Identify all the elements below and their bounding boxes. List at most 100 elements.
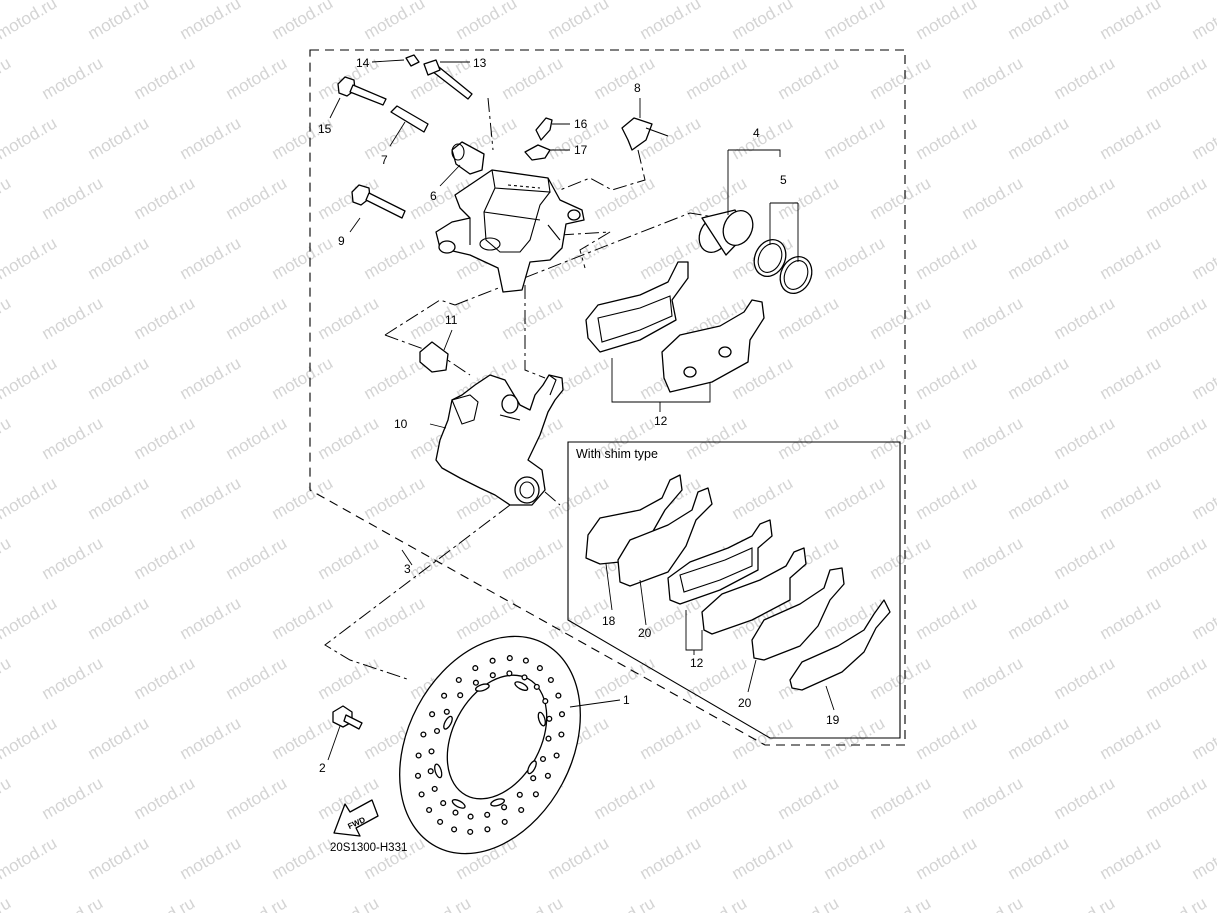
watermark-text: motod.ru [1005,233,1073,283]
watermark-text: motod.ru [0,473,60,523]
watermark-text: motod.ru [269,353,337,403]
callout-6: 6 [430,189,437,203]
watermark-text: motod.ru [0,173,14,223]
caliper-body [435,169,585,293]
watermark-text: motod.ru [913,113,981,163]
watermark-text: motod.ru [867,773,935,823]
watermark-text: motod.ru [1143,53,1211,103]
watermark-text: motod.ru [821,353,889,403]
watermark-text: motod.ru [821,113,889,163]
callout-11: 11 [445,313,458,327]
callout-5: 5 [780,173,787,187]
watermark-text: motod.ru [775,893,843,913]
bleed-cap [524,144,551,161]
watermark-text: motod.ru [1051,893,1119,913]
watermark-text: motod.ru [913,353,981,403]
callout-7: 7 [381,153,388,167]
watermark-text: motod.ru [0,413,14,463]
watermark-text: motod.ru [591,893,659,913]
watermark-text: motod.ru [913,0,981,43]
callout-3: 3 [404,562,411,576]
callout-12a: 12 [654,414,668,428]
disc-hole [467,828,474,835]
watermark-text: motod.ru [729,113,797,163]
watermark-text: motod.ru [1005,473,1073,523]
watermark-text: motod.ru [959,413,1027,463]
watermark-text: motod.ru [39,53,107,103]
disc-slot [527,760,537,775]
callout-9: 9 [338,234,345,248]
watermark-text: motod.ru [315,653,383,703]
watermark-text: motod.ru [361,353,429,403]
watermark-text: motod.ru [775,53,843,103]
watermark-text: motod.ru [0,0,60,43]
callout-4: 4 [753,126,760,140]
watermark-text: motod.ru [361,473,429,523]
disc-hole [533,683,540,690]
disc-hole [516,791,523,798]
watermark-text: motod.ru [1097,473,1165,523]
shim-type-box: With shim type [567,441,901,739]
watermark-text: motod.ru [867,293,935,343]
callout-17: 17 [574,143,588,157]
watermark-text: motod.ru [1005,593,1073,643]
watermark-text: motod.ru [85,593,153,643]
disc-hole [455,676,462,684]
watermark-text: motod.ru [223,533,291,583]
watermark-text: motod.ru [1097,833,1165,883]
watermark-text: motod.ru [499,53,567,103]
watermark-text: motod.ru [775,413,843,463]
watermark-text: motod.ru [177,113,245,163]
watermark-text: motod.ru [1189,593,1217,643]
watermark-text: motod.ru [729,0,797,43]
disc-hole [428,748,435,755]
shim-20-left [617,487,713,587]
callout-19: 19 [826,713,840,727]
watermark-text: motod.ru [315,293,383,343]
disc-hole [457,692,464,699]
watermark-text: motod.ru [1143,773,1211,823]
pin-plug [405,54,420,67]
disc-hole [518,806,525,814]
brake-pad-kit [585,261,765,393]
watermark-text: motod.ru [39,653,107,703]
disc-slot [537,711,546,727]
assembly-outline [309,49,906,746]
watermark-text: motod.ru [315,413,383,463]
disc-hole [545,735,552,742]
watermark-text: motod.ru [361,593,429,643]
watermark-text: motod.ru [499,293,567,343]
watermark-text: motod.ru [545,0,613,43]
watermark-text: motod.ru [959,653,1027,703]
watermark-text: motod.ru [683,413,751,463]
watermark-text: motod.ru [683,773,751,823]
watermark-text: motod.ru [223,293,291,343]
callout-2: 2 [319,761,326,775]
boot-6 [451,141,485,175]
watermark-text: motod.ru [1051,773,1119,823]
disc-hole [547,676,554,684]
brake-disc [399,635,581,855]
watermark-text: motod.ru [821,833,889,883]
disc-slot [443,715,453,730]
watermark-text: motod.ru [39,533,107,583]
watermark-text: motod.ru [1189,233,1217,283]
disc-hole [484,826,491,833]
watermark-text: motod.ru [39,173,107,223]
watermark-text: motod.ru [0,893,14,913]
watermark-text: motod.ru [131,893,199,913]
disc-hole [542,698,549,705]
disc-hole [536,665,543,672]
disc-hole [440,800,447,807]
disc-hole [443,708,450,715]
disc-hole [522,657,529,664]
disc-hole [441,692,448,699]
watermark-text: motod.ru [269,593,337,643]
callout-15: 15 [318,122,332,136]
disc-hole [431,785,438,792]
disc-hole [418,791,425,798]
watermark-text: motod.ru [913,833,981,883]
watermark-text: motod.ru [545,473,613,523]
callout-20b: 20 [738,696,752,710]
callouts: 1 2 3 4 5 6 7 8 9 10 11 12 12 13 14 15 1… [318,56,840,775]
